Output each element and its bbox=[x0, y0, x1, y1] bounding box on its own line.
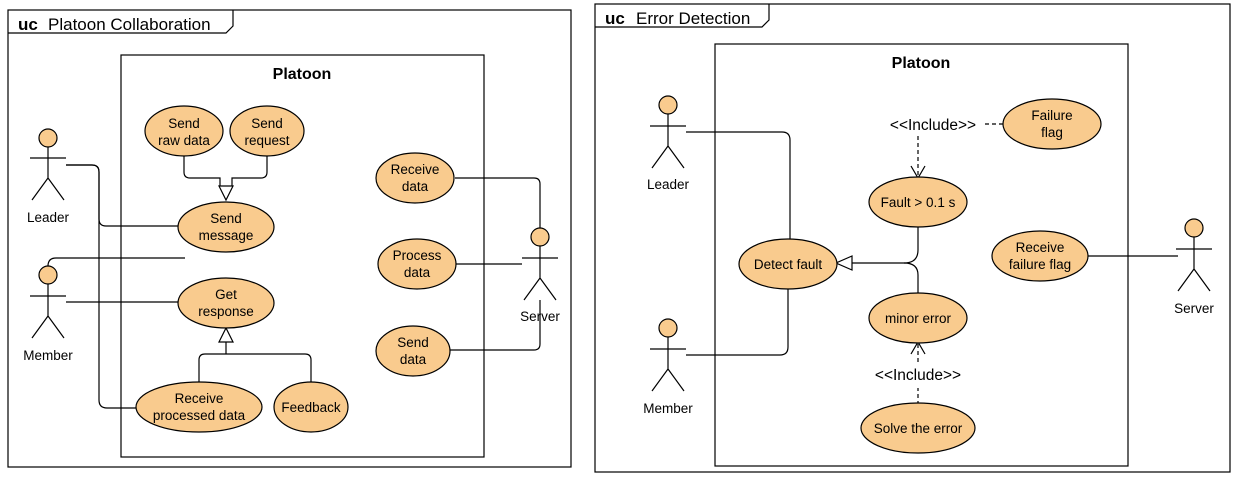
actor-label: Leader bbox=[647, 177, 690, 192]
uc-label-line-2: data bbox=[404, 265, 431, 280]
actor-head-icon bbox=[1184, 218, 1204, 238]
uc-get-response: Get response bbox=[177, 277, 275, 329]
actor-head-icon bbox=[658, 95, 678, 115]
left-frame bbox=[7, 9, 572, 468]
actor-body-icon bbox=[522, 246, 558, 301]
right-gen-arrow-detect bbox=[834, 255, 853, 271]
uc-minor-error: minor error bbox=[868, 292, 968, 344]
uc-label-line-2: request bbox=[244, 133, 289, 148]
right-actor-server: Server bbox=[1174, 218, 1214, 316]
right-actor-member: Member bbox=[643, 318, 693, 416]
left-link-server-receive bbox=[455, 177, 541, 228]
left-system-boundary bbox=[120, 54, 485, 458]
uc-label-line-1: Receive bbox=[175, 391, 224, 406]
left-diagram: uc Platoon Collaboration Platoon Leader … bbox=[7, 9, 572, 468]
uc-label: minor error bbox=[885, 311, 952, 326]
uc-label-line-1: Send bbox=[251, 116, 283, 131]
uc-label-line-2: data bbox=[402, 179, 429, 194]
left-link-leader-receive bbox=[66, 164, 136, 409]
uc-send-message: Send message bbox=[177, 201, 275, 253]
uc-label-line-1: Failure bbox=[1031, 108, 1072, 123]
uc-label: Solve the error bbox=[874, 421, 963, 436]
uc-send-request: Send request bbox=[229, 105, 305, 157]
uc-label-line-1: Receive bbox=[391, 162, 440, 177]
left-link-server-send bbox=[450, 300, 541, 351]
actor-label: Server bbox=[1174, 301, 1214, 316]
actor-label: Member bbox=[23, 348, 73, 363]
include-label-top: <<Include>> bbox=[890, 117, 976, 134]
actor-label: Server bbox=[520, 309, 560, 324]
actor-body-icon bbox=[650, 114, 686, 169]
actor-head-icon bbox=[38, 265, 58, 285]
actor-body-icon bbox=[30, 147, 66, 201]
uc-label: Fault > 0.1 s bbox=[881, 195, 956, 210]
uc-receive-data: Receive data bbox=[375, 152, 455, 204]
left-frame-tab bbox=[8, 10, 234, 34]
actor-label: Member bbox=[643, 401, 693, 416]
left-actor-server: Server bbox=[520, 227, 560, 324]
actor-body-icon bbox=[650, 337, 686, 392]
uc-label-line-1: Send bbox=[210, 211, 242, 226]
left-frame-keyword: uc bbox=[18, 15, 38, 34]
left-gen-request bbox=[231, 155, 268, 186]
uc-label: Detect fault bbox=[754, 257, 823, 272]
uc-send-data: Send data bbox=[375, 325, 451, 377]
left-system-title: Platoon bbox=[273, 66, 332, 83]
include-label-bottom: <<Include>> bbox=[875, 367, 961, 384]
uc-label-line-1: Receive bbox=[1016, 240, 1065, 255]
uc-feedback: Feedback bbox=[273, 381, 349, 433]
uc-detect-fault: Detect fault bbox=[738, 238, 838, 290]
left-actor-leader: Leader bbox=[27, 128, 70, 225]
left-link-member-send bbox=[47, 257, 185, 267]
right-diagram: uc Error Detection Platoon <<Include>> <… bbox=[594, 3, 1231, 473]
uc-receive-processed-data: Receive processed data bbox=[135, 381, 263, 433]
uc-label-line-2: flag bbox=[1041, 125, 1063, 140]
uc-label-line-2: failure flag bbox=[1009, 257, 1071, 272]
uc-label-line-1: Get bbox=[215, 287, 237, 302]
actor-head-icon bbox=[38, 128, 58, 148]
actor-body-icon bbox=[1176, 237, 1212, 292]
uc-process-data: Process data bbox=[377, 238, 457, 290]
uc-solve-the-error: Solve the error bbox=[860, 402, 976, 454]
uc-label-line-2: data bbox=[400, 352, 427, 367]
uc-label-line-2: message bbox=[199, 228, 254, 243]
uc-receive-failure-flag: Receive failure flag bbox=[991, 230, 1089, 282]
uc-label: Feedback bbox=[281, 400, 341, 415]
right-gen-fault bbox=[852, 226, 919, 264]
actor-head-icon bbox=[530, 227, 550, 247]
uc-send-raw-data: Send raw data bbox=[144, 105, 224, 157]
left-actor-member: Member bbox=[23, 265, 73, 363]
left-gen-arrow-get bbox=[218, 326, 234, 343]
uc-failure-flag: Failure flag bbox=[1002, 98, 1102, 150]
actor-head-icon bbox=[658, 318, 678, 338]
left-gen-raw bbox=[183, 155, 221, 186]
right-frame-title: Error Detection bbox=[636, 9, 750, 28]
uc-fault-threshold: Fault > 0.1 s bbox=[868, 176, 968, 228]
uc-label-line-1: Send bbox=[168, 116, 200, 131]
uc-label-line-1: Send bbox=[397, 335, 429, 350]
right-frame-tab bbox=[595, 4, 770, 28]
uc-label-line-2: processed data bbox=[153, 408, 246, 423]
actor-label: Leader bbox=[27, 210, 70, 225]
right-frame bbox=[594, 3, 1231, 473]
left-gen-arrow-send bbox=[218, 185, 234, 202]
left-gen-get bbox=[198, 353, 312, 384]
uc-label-line-1: Process bbox=[393, 248, 442, 263]
right-link-leader-detect bbox=[686, 131, 791, 240]
right-link-member-detect bbox=[686, 288, 789, 356]
actor-body-icon bbox=[30, 284, 66, 339]
right-frame-keyword: uc bbox=[605, 9, 625, 28]
left-link-leader-send bbox=[66, 164, 178, 227]
right-gen-minor bbox=[903, 262, 919, 293]
left-frame-title: Platoon Collaboration bbox=[48, 15, 211, 34]
uc-label-line-2: response bbox=[198, 304, 254, 319]
uc-label-line-2: raw data bbox=[158, 133, 210, 148]
right-system-boundary bbox=[714, 43, 1129, 467]
right-actor-leader: Leader bbox=[647, 95, 690, 192]
right-system-title: Platoon bbox=[892, 55, 951, 72]
